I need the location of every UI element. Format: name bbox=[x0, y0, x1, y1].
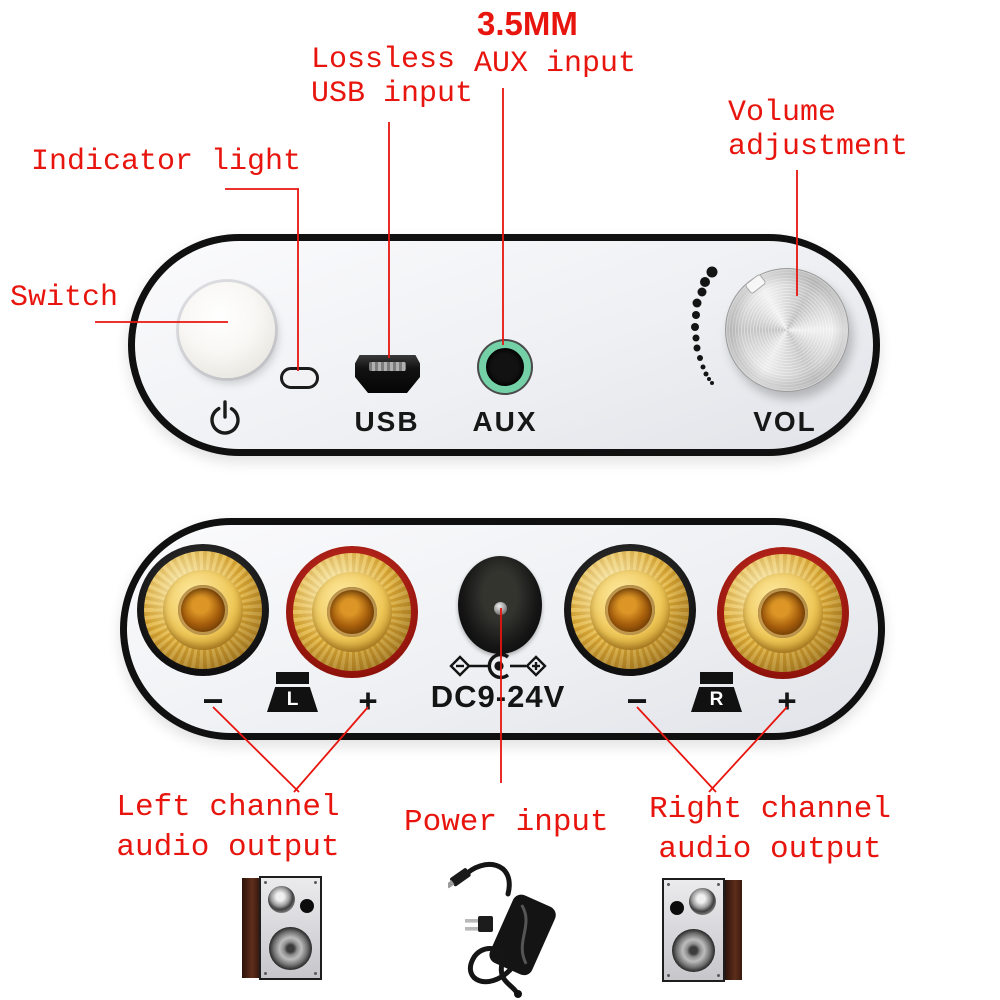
power-input-label: Power input bbox=[404, 805, 609, 840]
terminal-left-negative bbox=[137, 544, 269, 676]
right-output-line2: audio output bbox=[658, 832, 882, 867]
usb-callout-line1: Lossless bbox=[311, 43, 456, 77]
speaker-tweeter bbox=[268, 886, 295, 913]
usb-port bbox=[355, 355, 420, 393]
aux-jack bbox=[479, 341, 531, 393]
volume-callout-line2: adjustment bbox=[728, 130, 909, 164]
volume-scale-dots-icon bbox=[691, 266, 718, 385]
right-output-line1: Right channel bbox=[649, 792, 891, 827]
speaker-cabinet-side bbox=[242, 878, 259, 978]
usb-callout-line2: USB input bbox=[311, 77, 474, 111]
volume-knob bbox=[725, 268, 849, 392]
terminal-hole bbox=[605, 585, 655, 635]
power-icon bbox=[210, 400, 240, 435]
aux-callout-label: AUX input bbox=[474, 47, 637, 81]
right-minus-mark: − bbox=[626, 680, 648, 721]
aux-size-label: 3.5MM bbox=[477, 5, 578, 42]
terminal-hole bbox=[327, 587, 377, 637]
speaker-port bbox=[300, 899, 314, 913]
volume-knob-label: VOL bbox=[753, 406, 817, 437]
left-minus-mark: − bbox=[202, 680, 224, 721]
speaker-tweeter bbox=[689, 888, 716, 915]
terminal-right-positive bbox=[717, 547, 849, 679]
terminal-right-negative bbox=[564, 544, 696, 676]
dc-rating-label: DC9-24V bbox=[430, 679, 566, 714]
speaker-woofer bbox=[672, 929, 715, 972]
speaker-baffle bbox=[259, 876, 322, 980]
power-button bbox=[179, 282, 275, 378]
speaker-baffle bbox=[662, 878, 725, 982]
left-channel-letter: L bbox=[286, 689, 299, 710]
dc-power-jack bbox=[458, 556, 542, 654]
aux-jack-label: AUX bbox=[472, 406, 538, 437]
amplifier-front-view: USB AUX VOL bbox=[128, 234, 880, 456]
usb-port-label: USB bbox=[354, 406, 420, 437]
left-output-label: Left channel audio output bbox=[103, 788, 353, 868]
speaker-l-icon: L bbox=[267, 672, 318, 712]
terminal-left-positive bbox=[286, 546, 418, 678]
speaker-icon-top bbox=[700, 672, 733, 684]
terminal-hole bbox=[178, 585, 228, 635]
dc-polarity-icon bbox=[449, 652, 547, 680]
power-adapter-image bbox=[448, 861, 556, 998]
right-output-label: Right channel audio output bbox=[645, 790, 895, 870]
adapter-brick bbox=[489, 894, 556, 976]
indicator-label: Indicator light bbox=[31, 145, 302, 179]
volume-callout-line1: Volume bbox=[728, 96, 837, 130]
speaker-woofer bbox=[269, 927, 312, 970]
terminal-hole bbox=[758, 588, 808, 638]
dc-power-pin bbox=[494, 602, 507, 615]
ac-plug-base bbox=[478, 916, 493, 932]
volume-callout-label: Volume adjustment bbox=[728, 96, 908, 164]
indicator-light bbox=[280, 367, 319, 389]
speaker-icon-top bbox=[276, 672, 309, 684]
right-plus-mark: + bbox=[777, 682, 797, 719]
usb-callout-label: Lossless USB input bbox=[311, 43, 473, 111]
speaker-cabinet-side bbox=[725, 880, 742, 980]
amplifier-rear-view: − L + DC9-24V − R + bbox=[120, 518, 885, 740]
left-output-line1: Left channel bbox=[116, 790, 340, 825]
left-output-line2: audio output bbox=[116, 830, 340, 865]
speaker-port bbox=[670, 901, 684, 915]
switch-label: Switch bbox=[10, 281, 119, 315]
left-speaker-image bbox=[242, 876, 324, 980]
dc-plug bbox=[448, 868, 471, 889]
right-speaker-image bbox=[660, 878, 742, 982]
usb-port-contacts bbox=[369, 362, 406, 371]
speaker-r-icon: R bbox=[691, 672, 742, 712]
left-plus-mark: + bbox=[358, 682, 378, 719]
right-channel-letter: R bbox=[709, 689, 724, 710]
